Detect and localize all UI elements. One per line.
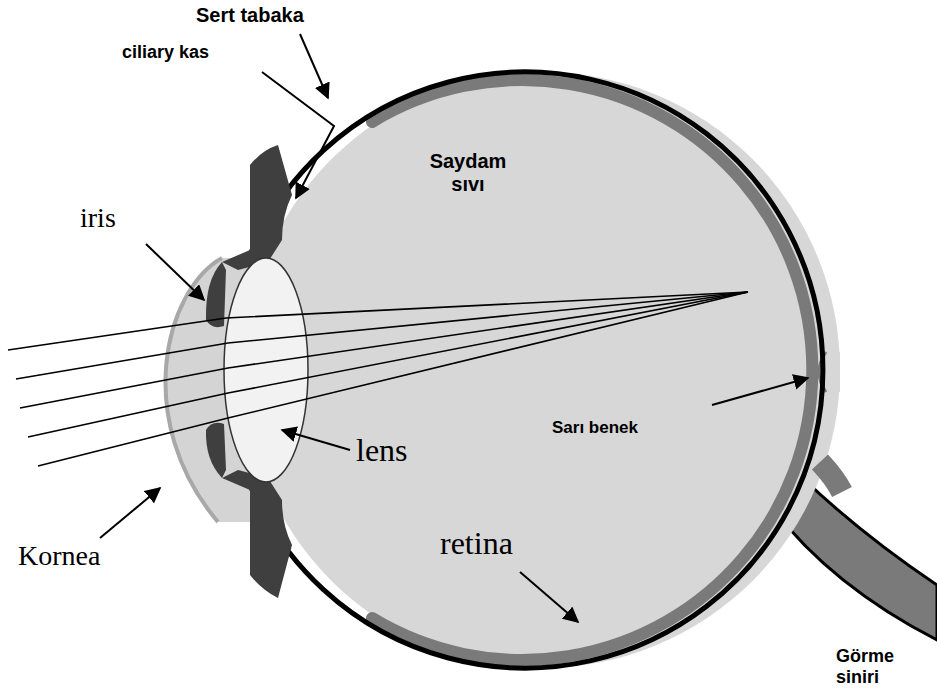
part-name: Kornea <box>18 540 100 572</box>
leader-line <box>712 378 808 405</box>
nerve-root <box>820 462 842 492</box>
eyeball-fill <box>244 72 840 668</box>
part-name: retina <box>440 525 513 562</box>
iris-top <box>206 262 226 327</box>
label-text: Görme siniri <box>836 646 894 687</box>
part-name: iris <box>80 202 116 234</box>
light-ray <box>8 292 748 350</box>
sclera-outline <box>250 72 823 668</box>
leader-line <box>262 72 334 198</box>
label-text: retina <box>440 525 513 561</box>
leader-line <box>100 488 160 538</box>
leader-line <box>300 34 328 98</box>
light-ray <box>20 292 748 408</box>
label-text: Saydam sıvı <box>430 150 507 195</box>
light-ray <box>28 292 748 437</box>
leader-line <box>146 244 204 300</box>
label-text: lens <box>356 432 408 468</box>
part-name: Saydam sıvı <box>418 150 518 196</box>
part-name: lens <box>356 432 408 469</box>
part-name: Sarı benek <box>552 418 638 438</box>
part-name: Sert tabaka <box>196 4 304 27</box>
ciliary-body-bottom <box>222 470 292 598</box>
label-text: Sert tabaka <box>196 4 304 26</box>
part-name: Görme siniri <box>836 646 924 687</box>
ciliary-body-top <box>222 145 292 270</box>
label-text: Sarı benek <box>552 418 638 437</box>
leader-line <box>282 430 350 450</box>
lens-shape <box>224 258 308 482</box>
label-text: ciliary kas <box>122 42 209 62</box>
part-name: ciliary kas <box>122 42 209 63</box>
label-text: Kornea <box>18 540 100 571</box>
label-text: iris <box>80 202 116 233</box>
light-ray <box>16 292 748 379</box>
iris-bottom <box>206 423 226 478</box>
leader-line <box>520 572 578 622</box>
leader-lines <box>100 34 808 622</box>
